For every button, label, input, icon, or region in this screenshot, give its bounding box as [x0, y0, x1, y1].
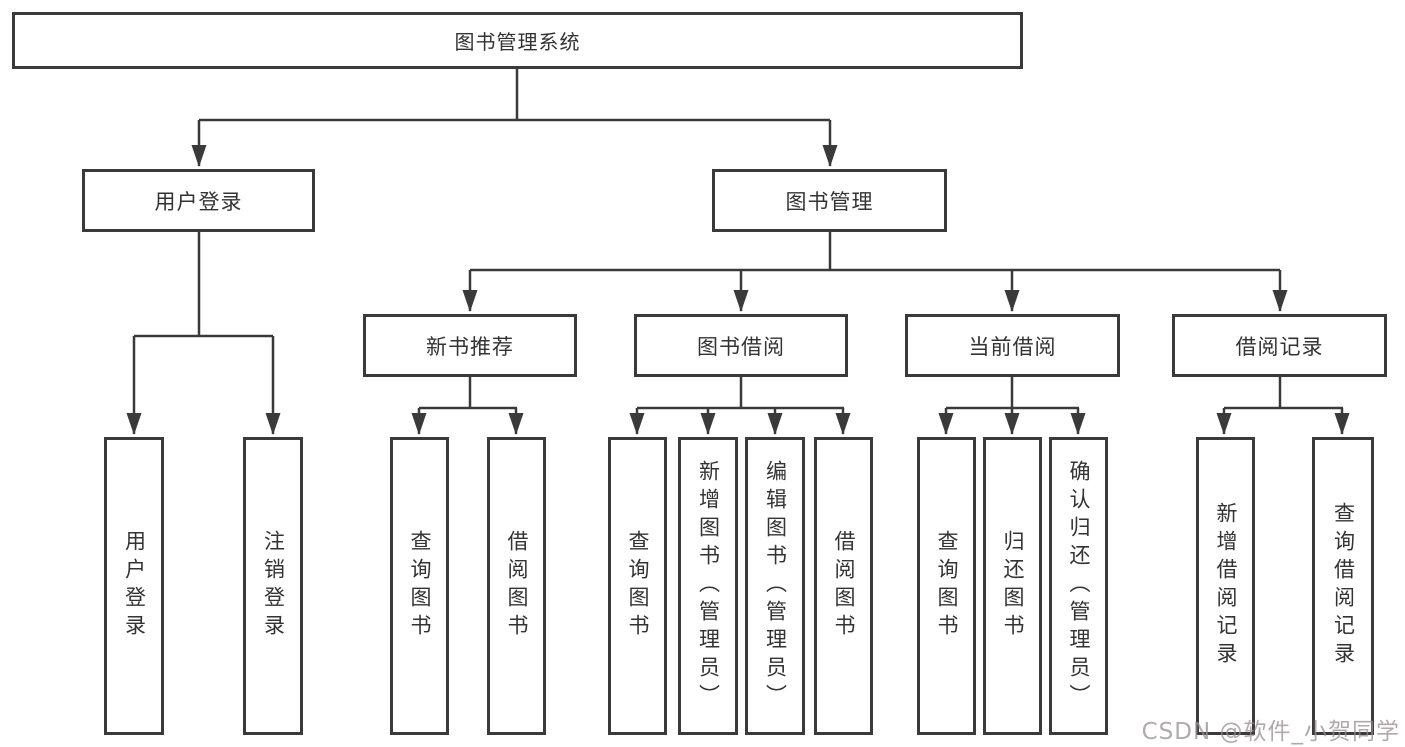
leaf-user-login: 用户登录 [104, 437, 164, 735]
csdn-watermark: CSDN @软件_小贺同学 [1141, 719, 1400, 745]
node-current-borrow: 当前借阅 [905, 314, 1120, 377]
leaf-label: 查询图书 [626, 530, 650, 642]
user-login-connectors [126, 232, 281, 435]
leaf-label: 确认归还（管理员） [1067, 460, 1091, 712]
root-connectors [191, 69, 838, 167]
leaf-query-books-recommend: 查询图书 [390, 437, 449, 735]
leaf-label: 归还图书 [1001, 530, 1025, 642]
leaf-label: 编辑图书（管理员） [763, 460, 788, 712]
leaf-label: 借阅图书 [832, 530, 856, 642]
leaf-add-borrow-record: 新增借阅记录 [1196, 437, 1255, 735]
node-label: 用户登录 [154, 189, 243, 214]
node-label: 借阅记录 [1235, 334, 1324, 359]
node-borrow-records: 借阅记录 [1172, 314, 1387, 377]
leaf-query-borrow-record: 查询借阅记录 [1312, 437, 1374, 735]
node-label: 新书推荐 [426, 334, 514, 359]
leaf-return-book: 归还图书 [983, 437, 1042, 735]
leaf-query-books-current: 查询图书 [917, 437, 976, 735]
node-label: 当前借阅 [968, 334, 1057, 359]
leaf-label: 用户登录 [122, 530, 147, 642]
leaf-logout: 注销登录 [243, 437, 303, 735]
node-label: 图书管理 [785, 189, 874, 214]
leaf-confirm-return-admin: 确认归还（管理员） [1049, 437, 1108, 735]
leaf-query-books-borrow: 查询图书 [608, 437, 667, 735]
leaf-borrow-books: 借阅图书 [814, 437, 873, 735]
module-leaf-connectors [411, 377, 1350, 435]
leaf-label: 注销登录 [261, 530, 286, 642]
node-new-book-recommend: 新书推荐 [363, 314, 577, 377]
node-user-login: 用户登录 [82, 169, 315, 232]
leaf-borrow-books-recommend: 借阅图书 [487, 437, 546, 735]
node-book-borrow: 图书借阅 [634, 314, 848, 377]
leaf-edit-book-admin: 编辑图书（管理员） [745, 437, 805, 735]
leaf-label: 新增借阅记录 [1214, 502, 1238, 670]
node-book-management: 图书管理 [712, 169, 947, 232]
leaf-add-book-admin: 新增图书（管理员） [678, 437, 738, 735]
book-management-connectors [462, 232, 1288, 312]
leaf-label: 新增图书（管理员） [696, 460, 721, 712]
node-label: 图书借阅 [697, 334, 785, 359]
leaf-label: 借阅图书 [505, 530, 529, 642]
leaf-label: 查询图书 [408, 530, 432, 642]
leaf-label: 查询图书 [935, 530, 959, 642]
node-label: 图书管理系统 [454, 30, 581, 54]
node-library-management-system: 图书管理系统 [12, 12, 1023, 69]
leaf-label: 查询借阅记录 [1331, 502, 1356, 670]
